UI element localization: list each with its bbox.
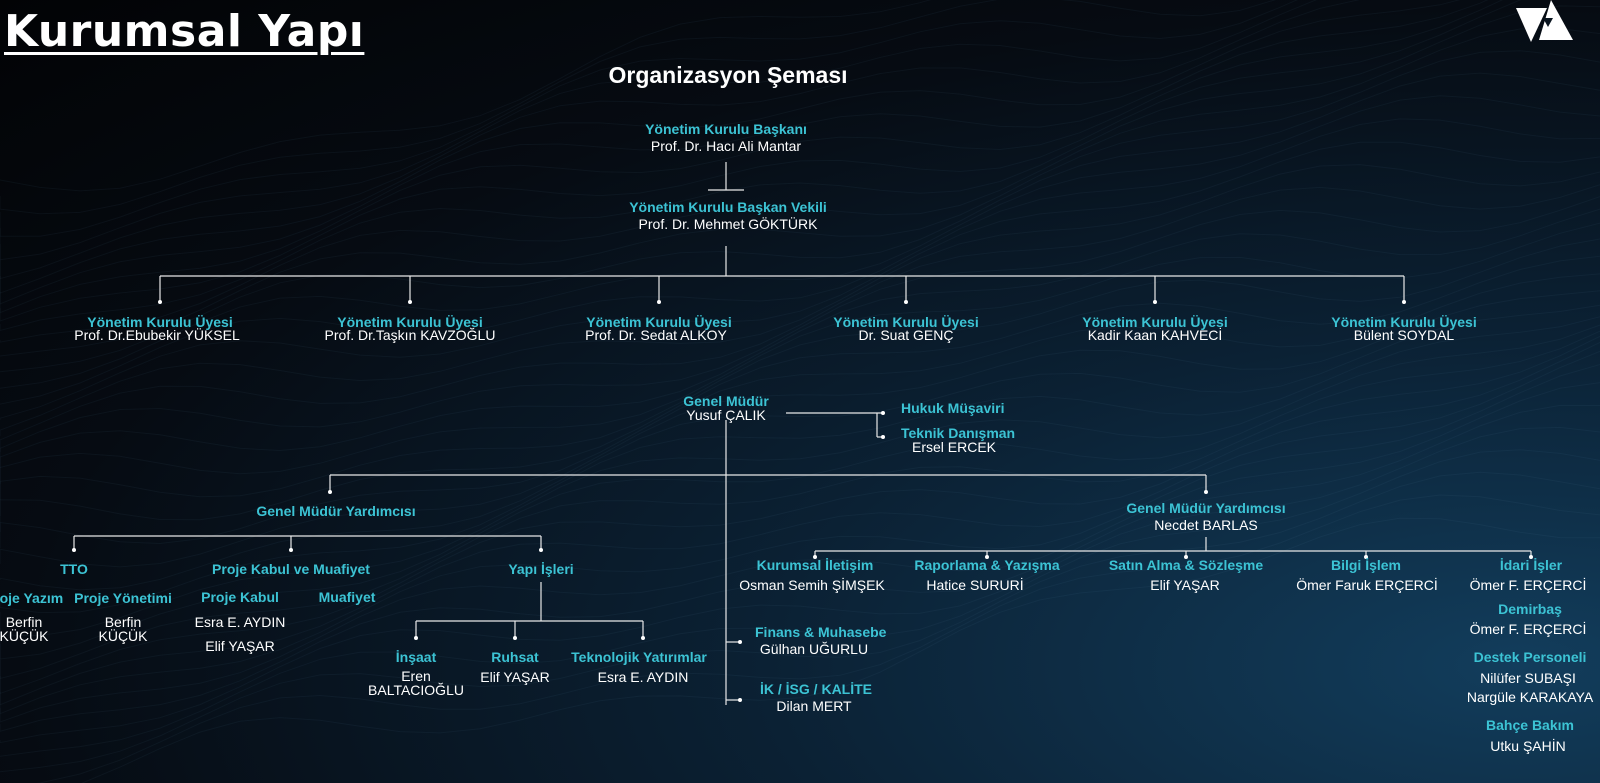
board-member-4-name: Dr. Suat GENÇ xyxy=(858,327,954,343)
board-member-1-name: Prof. Dr.Ebubekir YÜKSEL xyxy=(74,327,240,343)
bilgi-islem-name: Ömer Faruk ERÇERCİ xyxy=(1296,577,1438,593)
tto-role: TTO xyxy=(60,561,88,577)
ik-isg-kalite-role: İK / İSG / KALİTE xyxy=(760,681,873,697)
chairman-name: Prof. Dr. Hacı Ali Mantar xyxy=(650,138,802,154)
board-member-3-role: Yönetim Kurulu Üyesi xyxy=(586,314,732,330)
satin-alma-name: Elif YAŞAR xyxy=(1150,577,1220,593)
board-member-2-name: Prof. Dr.Taşkın KAVZOĞLU xyxy=(324,327,496,343)
bahce-bakim-name: Utku ŞAHİN xyxy=(1490,738,1566,754)
proje-yazim-name-1: Berfin xyxy=(5,614,43,630)
board-member-6-role: Yönetim Kurulu Üyesi xyxy=(1331,314,1477,330)
insaat-name-1: Eren xyxy=(401,668,431,684)
proje-yonetimi-name-1: Berfin xyxy=(104,614,142,630)
bilgi-islem-role: Bilgi İşlem xyxy=(1330,557,1402,573)
proje-yazim-role: Proje Yazım xyxy=(0,590,64,606)
raporlama-yazisma-name: Hatice SURURİ xyxy=(926,577,1024,593)
finans-muhasebe-name: Gülhan UĞURLU xyxy=(759,641,869,657)
board-member-5-name: Kadir Kaan KAHVECİ xyxy=(1087,327,1223,343)
raporlama-yazisma-role: Raporlama & Yazışma xyxy=(914,557,1060,573)
proje-kabul-muafiyet-role: Proje Kabul ve Muafiyet xyxy=(212,561,370,577)
page-title: Kurumsal Yapı xyxy=(4,6,365,57)
insaat-name-2: BALTACIOĞLU xyxy=(368,682,464,698)
idari-isler-name: Ömer F. ERÇERCİ xyxy=(1469,577,1587,593)
general-manager-name: Yusuf ÇALIK xyxy=(686,407,766,423)
ik-isg-kalite-name: Dilan MERT xyxy=(776,698,852,714)
right-deputy-role: Genel Müdür Yardımcısı xyxy=(1126,500,1286,516)
chart-title: Organizasyon Şeması xyxy=(608,62,848,88)
destek-personeli-role: Destek Personeli xyxy=(1473,649,1587,665)
board-member-6-name: Bülent SOYDAL xyxy=(1353,327,1455,343)
legal-advisor-role: Hukuk Müşaviri xyxy=(901,400,1005,416)
kurumsal-iletisim-role: Kurumsal İletişim xyxy=(756,557,874,573)
board-member-5-role: Yönetim Kurulu Üyesi xyxy=(1082,314,1228,330)
kurumsal-iletisim-name: Osman Semih ŞİMŞEK xyxy=(739,577,885,593)
teknolojik-yatirimlar-name: Esra E. AYDIN xyxy=(597,669,689,685)
insaat-role: İnşaat xyxy=(395,649,437,665)
proje-yonetimi-role: Proje Yönetimi xyxy=(74,590,172,606)
vice-chairman-role: Yönetim Kurulu Başkan Vekili xyxy=(629,199,827,215)
general-manager-role: Genel Müdür xyxy=(683,393,769,409)
board-member-1-role: Yönetim Kurulu Üyesi xyxy=(87,314,233,330)
ruhsat-name: Elif YAŞAR xyxy=(480,669,550,685)
idari-isler-role: İdari İşler xyxy=(1499,557,1563,573)
proje-yazim-name-2: KÜÇÜK xyxy=(0,628,49,644)
destek-personeli-name-1: Nilüfer SUBAŞI xyxy=(1480,670,1576,686)
finans-muhasebe-role: Finans & Muhasebe xyxy=(755,624,887,640)
proje-yonetimi-name-2: KÜÇÜK xyxy=(98,628,148,644)
chairman-role: Yönetim Kurulu Başkanı xyxy=(645,121,807,137)
demirbas-role: Demirbaş xyxy=(1498,601,1562,617)
ruhsat-role: Ruhsat xyxy=(491,649,539,665)
demirbas-name: Ömer F. ERÇERCİ xyxy=(1469,621,1587,637)
tech-advisor-name: Ersel ERCEK xyxy=(911,439,997,455)
teknolojik-yatirimlar-role: Teknolojik Yatırımlar xyxy=(571,649,707,665)
proje-kabul-role: Proje Kabul xyxy=(201,589,279,605)
triangle-logo-icon xyxy=(1516,0,1573,42)
right-deputy-name: Necdet BARLAS xyxy=(1154,517,1258,533)
board-member-3-name: Prof. Dr. Sedat ALKOY xyxy=(585,327,727,343)
destek-personeli-name-2: Nargüle KARAKAYA xyxy=(1466,689,1594,705)
bahce-bakim-role: Bahçe Bakım xyxy=(1486,717,1574,733)
proje-kabul-name-2: Elif YAŞAR xyxy=(205,638,275,654)
satin-alma-role: Satın Alma & Sözleşme xyxy=(1108,557,1264,573)
muafiyet-role: Muafiyet xyxy=(318,589,376,605)
vice-chairman-name: Prof. Dr. Mehmet GÖKTÜRK xyxy=(638,216,818,232)
board-member-2-role: Yönetim Kurulu Üyesi xyxy=(337,314,483,330)
board-member-4-role: Yönetim Kurulu Üyesi xyxy=(833,314,979,330)
yapi-isleri-role: Yapı İşleri xyxy=(508,561,574,577)
proje-kabul-name-1: Esra E. AYDIN xyxy=(194,614,286,630)
tech-advisor-role: Teknik Danışman xyxy=(901,425,1016,441)
left-deputy-role: Genel Müdür Yardımcısı xyxy=(256,503,416,519)
